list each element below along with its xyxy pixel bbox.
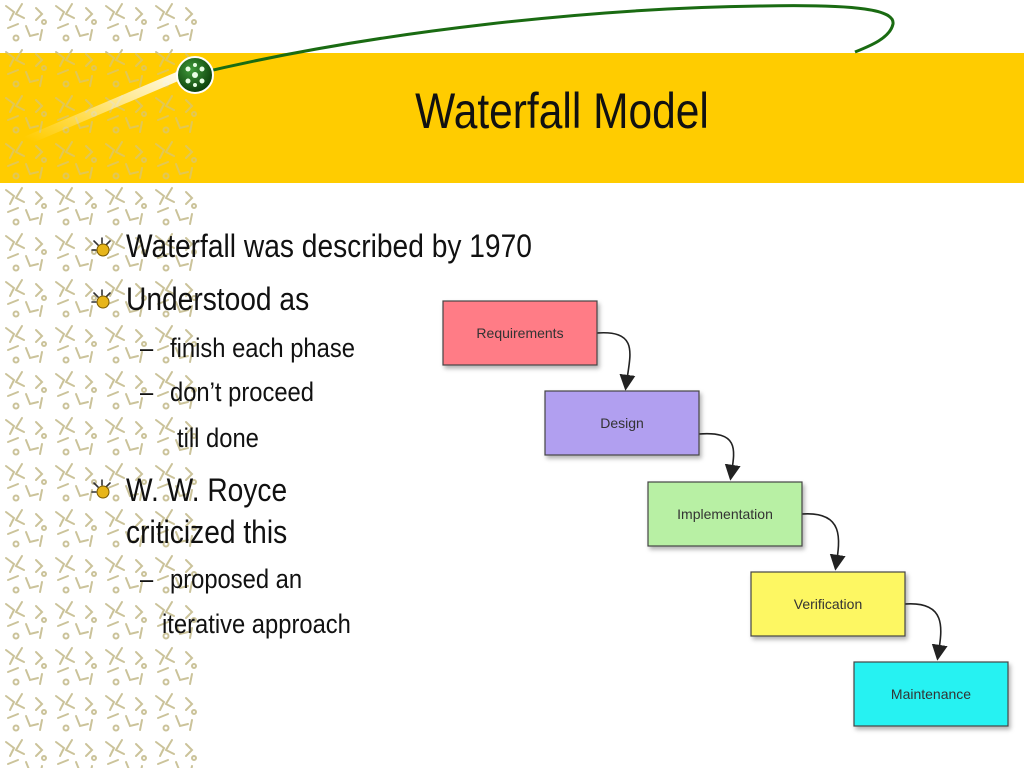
- phase-box-requirements: [442, 300, 598, 366]
- phase-box-verification: [750, 571, 906, 637]
- sub-bullet-text: finish each phase: [170, 333, 355, 363]
- phase-label: Maintenance: [890, 686, 972, 702]
- sub-bullet-text: proposed an: [170, 564, 303, 594]
- gold-star-bullet-icon: [91, 237, 111, 257]
- phase-box-implementation: [647, 481, 803, 547]
- gold-star-bullet-icon: [91, 289, 111, 309]
- phase-label: Requirements: [476, 325, 564, 341]
- sub-bullet-text-continued: till done: [177, 423, 259, 453]
- sub-bullet-dash: –: [140, 564, 154, 594]
- sub-bullet-text-continued: iterative approach: [162, 609, 351, 639]
- bullet-text: Waterfall was described by 1970: [126, 228, 532, 264]
- light-streak: [23, 67, 193, 145]
- phase-connector: [801, 513, 846, 571]
- sub-bullet-dash: –: [140, 333, 154, 363]
- bullet-text: Understood as: [126, 281, 310, 317]
- bullet-text-continued: criticized this: [126, 514, 288, 550]
- phase-box-design: [544, 390, 700, 456]
- phase-label: Implementation: [677, 506, 773, 522]
- bullet-text: W. W. Royce: [126, 472, 288, 508]
- phase-connector: [698, 432, 741, 481]
- phase-box-maintenance: [853, 661, 1009, 727]
- sub-bullet-text: don’t proceed: [170, 377, 314, 407]
- phase-connector: [904, 603, 948, 661]
- phase-connector: [596, 332, 636, 391]
- decorative-arc: [195, 4, 895, 76]
- phase-label: Design: [600, 415, 644, 431]
- sub-bullet-dash: –: [140, 377, 154, 407]
- slide-title: Waterfall Model: [415, 83, 709, 139]
- gold-star-bullet-icon: [91, 479, 111, 499]
- green-orb-icon: [176, 56, 214, 94]
- phase-label: Verification: [793, 596, 863, 612]
